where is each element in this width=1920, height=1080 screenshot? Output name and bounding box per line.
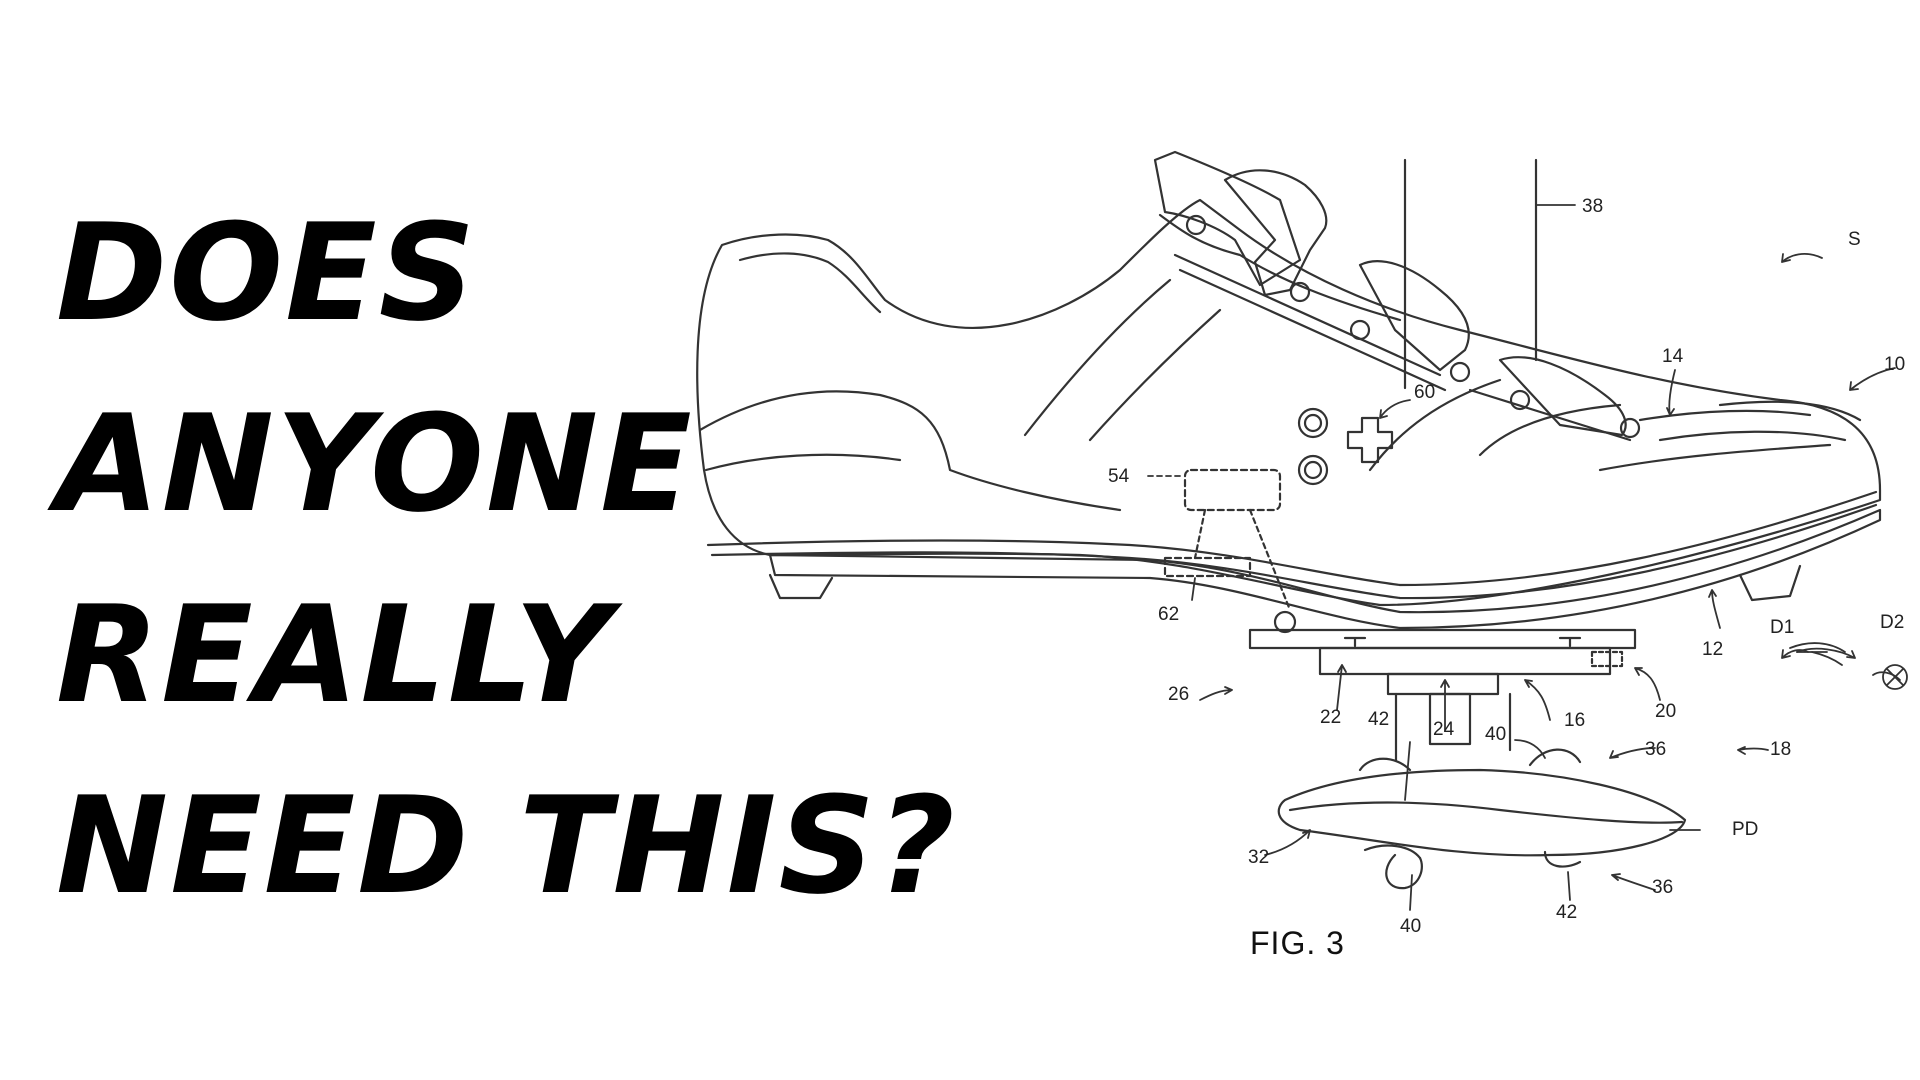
direction-markers xyxy=(1796,651,1908,690)
callout-22: 22 xyxy=(1320,707,1341,728)
pedal xyxy=(1277,748,1687,890)
cleat-adapter xyxy=(1248,610,1637,762)
callout-16: 16 xyxy=(1564,710,1585,731)
headline-line-3: REALLY xyxy=(56,577,614,733)
callout-42-bottom: 42 xyxy=(1556,902,1577,923)
shoe-controls xyxy=(1297,407,1394,486)
callout-36-bottom: 36 xyxy=(1652,877,1673,898)
cycling-shoe xyxy=(696,198,1882,630)
patent-drawing: 38 S 10 14 60 54 62 12 D1 D2 26 22 42 24… xyxy=(696,150,1908,937)
callout-20: 20 xyxy=(1655,701,1676,722)
callout-42-top: 42 xyxy=(1368,709,1389,730)
callout-62: 62 xyxy=(1158,604,1179,625)
figure-caption: FIG. 3 xyxy=(1250,925,1345,961)
callout-40-bottom: 40 xyxy=(1400,916,1421,937)
callout-32: 32 xyxy=(1248,847,1269,868)
callout-18: 18 xyxy=(1770,739,1791,760)
headline-line-2: ANYONE xyxy=(56,386,694,542)
callout-36-top: 36 xyxy=(1645,739,1666,760)
callout-26: 26 xyxy=(1168,684,1189,705)
callout-PD: PD xyxy=(1732,819,1758,840)
callout-24: 24 xyxy=(1433,719,1455,740)
callout-D2: D2 xyxy=(1880,612,1904,633)
patent-figure: 38 S 10 14 60 54 62 12 D1 D2 26 22 42 24… xyxy=(680,130,1920,990)
callout-D1: D1 xyxy=(1770,617,1794,638)
headline-line-4: NEED THIS? xyxy=(56,768,957,924)
shoe-straps xyxy=(1153,150,1641,442)
headline: DOES ANYONE REALLY NEED THIS? xyxy=(56,178,957,942)
callout-40-top: 40 xyxy=(1485,724,1506,745)
callout-12: 12 xyxy=(1702,639,1723,660)
callout-S: S xyxy=(1848,229,1861,250)
callout-10: 10 xyxy=(1884,354,1905,375)
headline-line-1: DOES xyxy=(56,195,478,351)
callout-14: 14 xyxy=(1662,346,1684,367)
callout-38: 38 xyxy=(1582,196,1603,217)
leader-lines xyxy=(1147,204,1901,911)
callout-60: 60 xyxy=(1414,382,1435,403)
callout-labels: 38 S 10 14 60 54 62 12 D1 D2 26 22 42 24… xyxy=(1108,196,1905,937)
seat-post xyxy=(1403,158,1538,390)
callout-54: 54 xyxy=(1108,466,1130,487)
